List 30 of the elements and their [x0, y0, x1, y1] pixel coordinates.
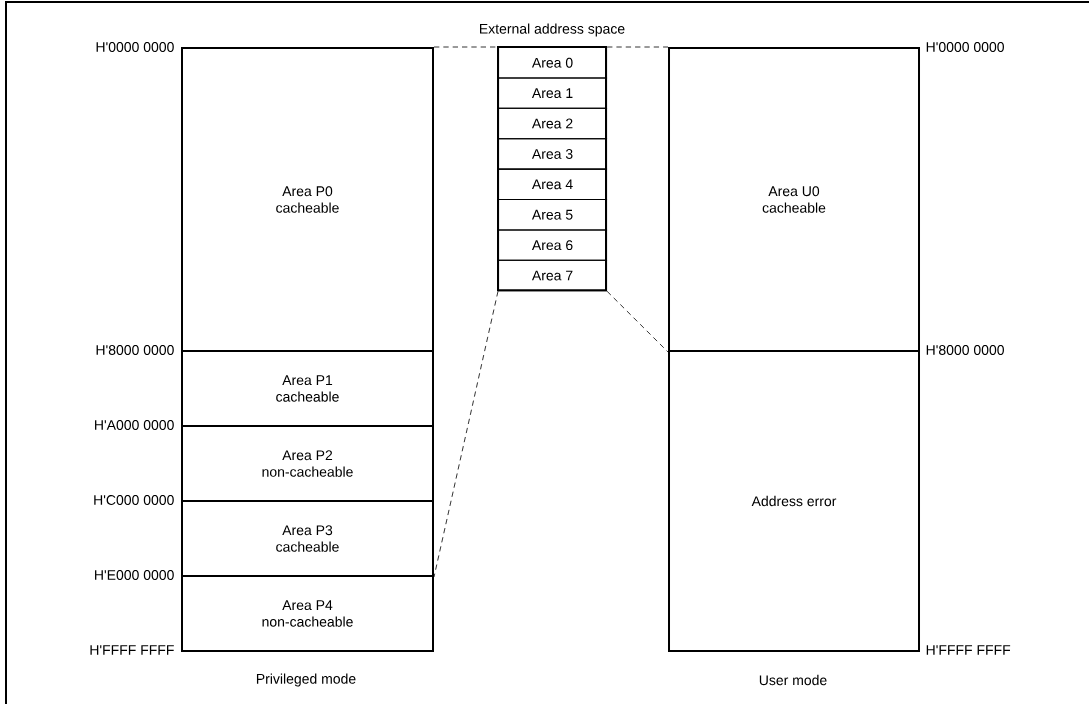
area-cell: Area 5 [498, 199, 608, 231]
dashed-connector [606, 290, 669, 353]
caption-label: Privileged mode [256, 673, 356, 687]
dashed-connector [433, 46, 499, 48]
address-label: H'FFFF FFFF [90, 645, 174, 655]
memory-area-box: Area U0 cacheable [668, 47, 920, 352]
area-cell: Area 2 [498, 107, 608, 140]
dashed-connector [606, 46, 669, 48]
node-label: Area 0 [531, 57, 573, 68]
memory-area-box: Area P0 cacheable [181, 47, 434, 352]
memory-area-box: Area P1 cacheable [181, 350, 434, 427]
area-cell: Area 4 [498, 168, 608, 201]
address-label: H'E000 0000 [95, 570, 174, 580]
caption-label: External address space [480, 23, 625, 37]
memory-area-box: Area P4 non-cacheable [181, 575, 434, 652]
address-label: H'FFFF FFFF [926, 645, 1011, 655]
address-label: H'8000 0000 [926, 345, 1004, 355]
memory-area-box: Area P2 non-cacheable [181, 425, 434, 502]
area-cell: Area 6 [498, 229, 608, 261]
address-label: H'0000 0000 [96, 42, 174, 52]
area-cell: Area 1 [498, 77, 608, 109]
address-label: H'C000 0000 [94, 495, 174, 505]
area-cell: Area 7 [498, 259, 608, 292]
caption-label: User mode [759, 674, 827, 686]
memory-area-box: Address error [668, 350, 920, 652]
address-label: H'A000 0000 [95, 420, 174, 430]
memory-area-box: Area P3 cacheable [181, 500, 434, 577]
address-label: H'0000 0000 [926, 42, 1004, 52]
address-label: H'8000 0000 [96, 345, 174, 355]
area-cell: Area 3 [498, 138, 608, 170]
